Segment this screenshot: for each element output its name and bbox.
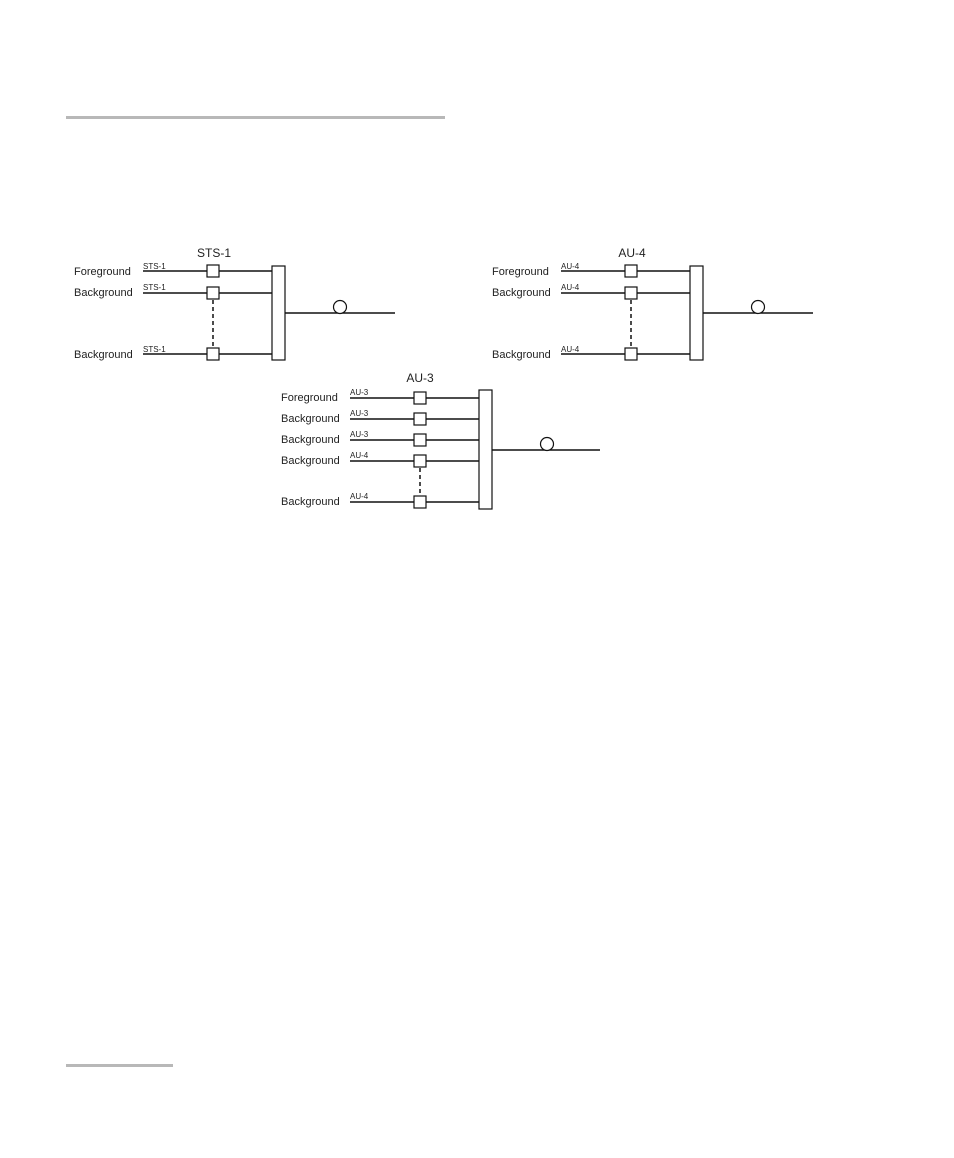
- multiplexer-bar: [690, 266, 703, 360]
- channel-box: [625, 348, 637, 360]
- channel-box: [625, 287, 637, 299]
- channel-box: [207, 265, 219, 277]
- output-node: [541, 438, 554, 451]
- diagram-title: AU-3: [406, 371, 434, 385]
- row-sublabel: STS-1: [143, 283, 166, 292]
- row-label: Background: [281, 434, 340, 446]
- channel-box: [414, 434, 426, 446]
- row-label: Background: [492, 349, 551, 361]
- channel-box: [414, 413, 426, 425]
- output-node: [334, 301, 347, 314]
- multiplexer-bar: [272, 266, 285, 360]
- row-sublabel: AU-4: [561, 283, 580, 292]
- channel-box: [207, 287, 219, 299]
- multiplexer-bar: [479, 390, 492, 509]
- channel-box: [625, 265, 637, 277]
- row-sublabel: AU-3: [350, 388, 369, 397]
- row-label: Foreground: [281, 392, 338, 404]
- row-sublabel: AU-4: [350, 492, 369, 501]
- footer-rule: [66, 1064, 173, 1067]
- row-label: Background: [74, 287, 133, 299]
- output-node: [752, 301, 765, 314]
- channel-box: [414, 496, 426, 508]
- row-sublabel: AU-4: [561, 345, 580, 354]
- diagram-sts1: STS-1 Foreground STS-1 Background STS-1 …: [74, 246, 395, 361]
- row-label: Background: [492, 287, 551, 299]
- row-label: Background: [281, 413, 340, 425]
- diagram-au3: AU-3 Foreground AU-3 Background AU-3 Bac…: [281, 371, 600, 509]
- row-sublabel: AU-4: [350, 451, 369, 460]
- channel-box: [414, 455, 426, 467]
- channel-box: [414, 392, 426, 404]
- row-label: Background: [74, 349, 133, 361]
- diagram-au4: AU-4 Foreground AU-4 Background AU-4 Bac…: [492, 246, 813, 361]
- row-sublabel: STS-1: [143, 345, 166, 354]
- row-sublabel: AU-4: [561, 262, 580, 271]
- row-sublabel: AU-3: [350, 409, 369, 418]
- row-sublabel: STS-1: [143, 262, 166, 271]
- diagram-title: STS-1: [197, 246, 231, 260]
- row-label: Background: [281, 496, 340, 508]
- row-label: Foreground: [74, 266, 131, 278]
- channel-box: [207, 348, 219, 360]
- row-label: Background: [281, 455, 340, 467]
- row-sublabel: AU-3: [350, 430, 369, 439]
- row-label: Foreground: [492, 266, 549, 278]
- diagram-title: AU-4: [618, 246, 646, 260]
